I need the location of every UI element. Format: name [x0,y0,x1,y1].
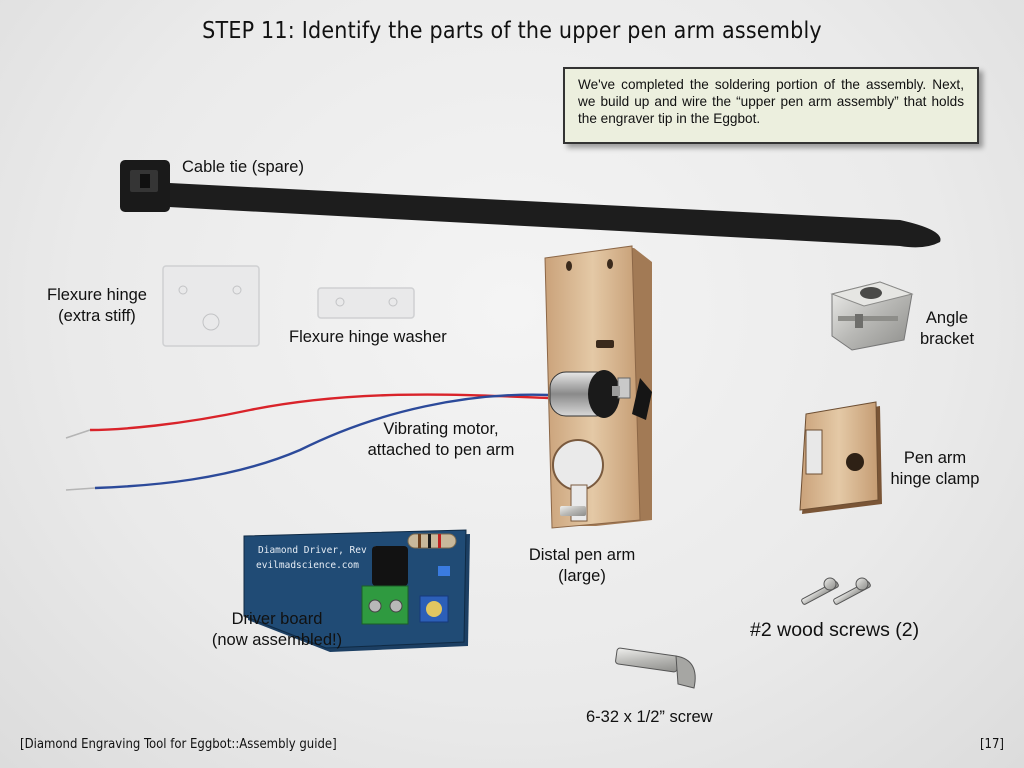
label-driver-board: Driver board (now assembled!) [206,609,348,651]
label-flexure-hinge: Flexure hinge (extra stiff) [38,285,156,327]
driver-board: Diamond Driver, Rev A evilmadscience.com [243,529,470,652]
label-flexure-hinge-line2: (extra stiff) [58,307,136,325]
footer-page-number: [17] [979,737,1004,752]
pen-arm-hinge-clamp [799,401,882,514]
label-driver-board-line1: Driver board [231,610,323,628]
label-cable-tie: Cable tie (spare) [182,158,304,176]
footer-guide-title: [Diamond Engraving Tool for Eggbot::Asse… [20,737,337,752]
label-pen-arm-hinge-clamp: Pen arm hinge clamp [886,448,984,490]
label-vibrating-motor: Vibrating motor, attached to pen arm [366,419,516,461]
slide-title: STEP 11: Identify the parts of the upper… [202,18,822,44]
intro-note: We've completed the soldering portion of… [563,67,979,144]
label-angle-bracket-line1: Angle [925,309,969,327]
angle-bracket [830,281,914,351]
vibrating-motor [549,370,652,420]
label-flexure-hinge-washer: Flexure hinge washer [289,328,447,346]
board-silkscreen-url: evilmadscience.com [256,560,359,571]
label-flexure-hinge-line1: Flexure hinge [47,286,147,304]
motor-wires [65,393,551,491]
machine-screw [615,647,696,689]
label-angle-bracket-line2: bracket [919,330,975,348]
label-vibrating-motor-line1: Vibrating motor, [383,420,499,438]
label-machine-screw: 6-32 x 1/2” screw [586,708,713,726]
label-pen-arm-hinge-clamp-line2: hinge clamp [890,470,980,488]
label-pen-arm-hinge-clamp-line1: Pen arm [903,449,967,467]
label-driver-board-line2: (now assembled!) [211,631,343,649]
label-vibrating-motor-line2: attached to pen arm [367,441,515,459]
label-angle-bracket: Angle bracket [905,308,989,350]
label-wood-screws: #2 wood screws (2) [750,619,920,641]
label-distal-pen-arm-line2: (large) [558,567,606,585]
flexure-hinge [162,265,260,347]
label-distal-pen-arm: Distal pen arm (large) [516,545,648,587]
wood-screws [801,577,871,605]
flexure-hinge-washer [317,287,415,319]
board-silkscreen-title: Diamond Driver, Rev A [258,545,378,556]
label-distal-pen-arm-line1: Distal pen arm [528,546,636,564]
cable-tie [120,160,941,248]
